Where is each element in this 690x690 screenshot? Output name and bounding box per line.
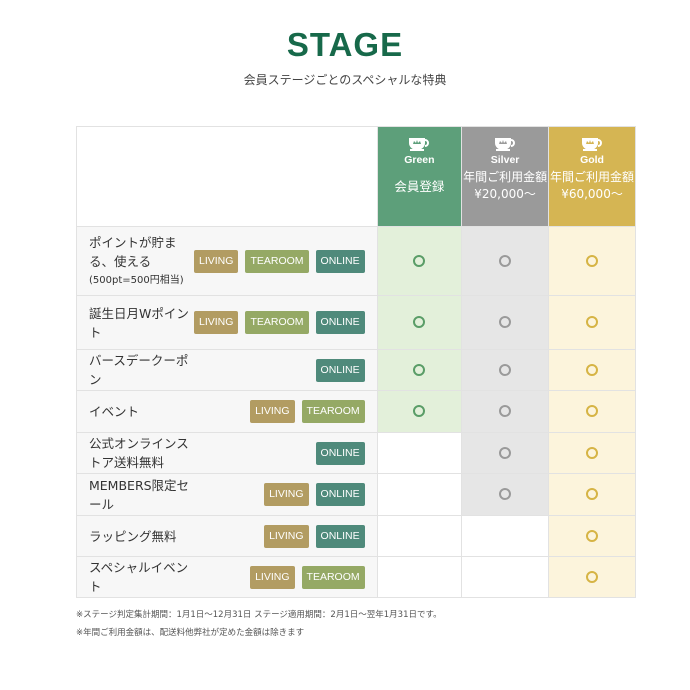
circle-icon <box>499 446 512 459</box>
cell-silver <box>461 515 550 557</box>
cell-silver <box>461 432 550 474</box>
circle-icon <box>586 570 599 583</box>
tag-living: LIVING <box>194 311 239 334</box>
circle-icon <box>586 405 599 417</box>
benefit-label: スペシャルイベント <box>89 560 189 594</box>
benefit-note: (500pt=500円相当) <box>89 274 184 286</box>
benefit-label: 公式オンラインストア送料無料 <box>89 436 189 470</box>
benefit-label: ポイントが貯まる、使える <box>89 234 177 269</box>
stage-header-silver: Silver 年間ご利用金額 ¥20,000〜 <box>461 126 550 227</box>
cell-gold <box>548 390 636 433</box>
page-subtitle: 会員ステージごとのスペシャルな特典 <box>243 73 447 87</box>
cell-green <box>376 432 463 474</box>
cell-gold <box>548 473 636 516</box>
cell-gold <box>548 226 636 296</box>
note: ※年間ご利用金額は、配送料他弊社が定めた金額は除きます <box>76 628 305 638</box>
cell-silver <box>461 473 550 516</box>
cell-green <box>376 473 463 516</box>
circle-icon <box>499 405 512 417</box>
tag-tearoom: TEAROOM <box>301 565 365 589</box>
cell-green <box>376 226 463 296</box>
circle-icon <box>586 529 599 542</box>
circle-icon <box>413 405 426 417</box>
cell-gold <box>548 295 636 350</box>
tag-online: ONLINE <box>315 524 365 548</box>
cell-silver <box>461 390 550 433</box>
tag-tearoom: TEAROOM <box>245 249 309 273</box>
stage-condition: 年間ご利用金額 ¥60,000〜 <box>550 170 635 201</box>
notes: ※ステージ判定集計期間：1月1日〜12月31日 ステージ適用期間：2月1日〜翌年… <box>76 606 442 642</box>
benefit-label: 誕生日月Wポイント <box>89 305 189 340</box>
cell-gold <box>548 349 636 391</box>
tag-tearoom: TEAROOM <box>245 311 309 334</box>
tag-living: LIVING <box>194 249 239 273</box>
tag-living: LIVING <box>250 565 295 589</box>
stage-name: Silver <box>490 154 520 166</box>
circle-icon <box>586 363 599 376</box>
circle-icon <box>586 316 599 328</box>
tag-living: LIVING <box>250 400 295 423</box>
stage-name: Green <box>404 154 435 166</box>
circle-icon <box>499 254 512 267</box>
cell-green <box>376 390 463 433</box>
stage-header-green: Green 会員登録 <box>376 126 463 227</box>
cell-silver <box>461 556 550 598</box>
tag-tearoom: TEAROOM <box>301 400 365 423</box>
stage-condition: 会員登録 <box>394 179 445 194</box>
teacup-icon <box>495 138 516 151</box>
tag-online: ONLINE <box>315 249 365 273</box>
benefit-label: MEMBERS限定セール <box>89 477 190 512</box>
tag-online: ONLINE <box>315 311 365 334</box>
stage-header-gold: Gold 年間ご利用金額 ¥60,000〜 <box>548 126 636 227</box>
circle-icon <box>586 488 599 500</box>
stage-name: Gold <box>580 154 604 166</box>
tag-online: ONLINE <box>315 358 365 382</box>
circle-icon <box>586 254 599 267</box>
cell-silver <box>461 295 550 350</box>
cell-green <box>376 349 463 391</box>
cell-green <box>376 556 463 598</box>
teacup-icon <box>409 138 430 151</box>
note: ※ステージ判定集計期間：1月1日〜12月31日 ステージ適用期間：2月1日〜翌年… <box>76 610 442 620</box>
circle-icon <box>413 316 426 328</box>
table-row: MEMBERS限定セール LIVING ONLINE <box>76 473 636 516</box>
cell-green <box>376 295 463 350</box>
tag-living: LIVING <box>264 524 309 548</box>
circle-icon <box>499 488 512 500</box>
benefit-label: イベント <box>89 404 140 419</box>
circle-icon <box>499 363 512 376</box>
circle-icon <box>413 363 426 376</box>
benefit-label: ラッピング無料 <box>89 528 177 544</box>
page-title: STAGE <box>286 26 404 63</box>
benefit-label: バースデークーポン <box>89 353 189 387</box>
cell-green <box>376 515 463 557</box>
cell-gold <box>548 515 636 557</box>
circle-icon <box>413 254 426 267</box>
tag-online: ONLINE <box>315 441 365 465</box>
header-empty <box>76 126 378 227</box>
tag-online: ONLINE <box>315 483 365 506</box>
circle-icon <box>499 316 512 328</box>
cell-gold <box>548 556 636 598</box>
tag-living: LIVING <box>264 483 309 506</box>
cell-silver <box>461 349 550 391</box>
table-row: 公式オンラインストア送料無料 ONLINE <box>76 432 636 474</box>
cell-silver <box>461 226 550 296</box>
teacup-icon <box>582 138 602 151</box>
stage-condition: 年間ご利用金額 ¥20,000〜 <box>463 170 548 201</box>
table-row: イベント LIVING TEAROOM <box>76 390 636 433</box>
circle-icon <box>586 446 599 459</box>
cell-gold <box>548 432 636 474</box>
table-row: バースデークーポン ONLINE <box>76 349 636 391</box>
stage-table: Green 会員登録 Silver 年間ご利用金額 ¥20,000〜 Gold … <box>76 126 636 598</box>
